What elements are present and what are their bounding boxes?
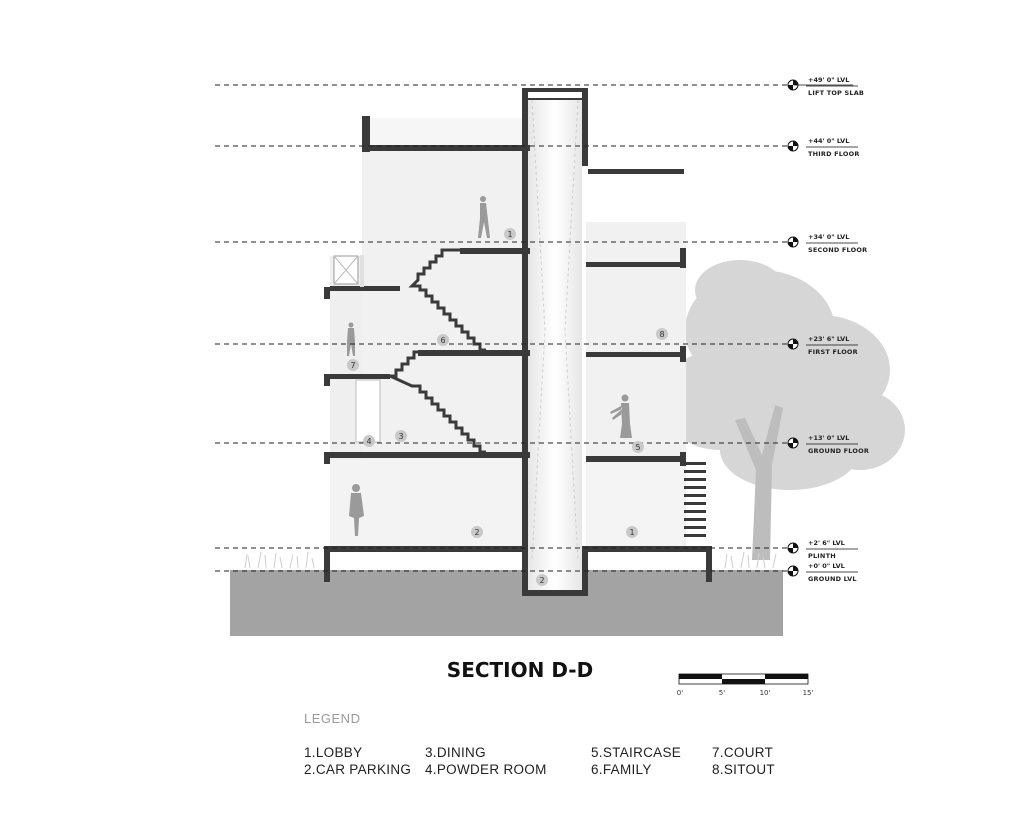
- level-value: +34' 0" LVL: [808, 233, 849, 241]
- level-name: GROUND FLOOR: [808, 447, 869, 455]
- drawing-title: SECTION D-D: [447, 658, 593, 682]
- room-tag: 7: [347, 359, 359, 371]
- tree: [660, 260, 905, 560]
- building: [324, 88, 712, 596]
- legend-item: 6.FAMILY: [591, 762, 652, 777]
- room-tag: 6: [437, 334, 449, 346]
- legend-item: 7.COURT: [712, 745, 773, 760]
- room-tag-number: 5: [635, 443, 640, 452]
- level-name: SECOND FLOOR: [808, 246, 867, 254]
- scale-label: 10': [760, 689, 771, 697]
- room-tag: 1: [626, 526, 638, 538]
- scale-bar: 0' 5' 10' 15': [677, 673, 814, 697]
- lift-shaft: [528, 100, 582, 595]
- level-name: FIRST FLOOR: [808, 348, 858, 356]
- level-value: +23' 6" LVL: [808, 335, 849, 343]
- room-tag-number: 7: [350, 361, 355, 370]
- room-tag-number: 3: [398, 432, 403, 441]
- room-tag: 8: [656, 328, 668, 340]
- legend-item: 1.LOBBY: [304, 745, 362, 760]
- room-tag: 3: [395, 430, 407, 442]
- level-underlines: [806, 85, 858, 573]
- level-value: +2' 6" LVL: [808, 539, 845, 547]
- legend-item: 2.CAR PARKING: [304, 762, 411, 777]
- level-labels: +49' 0" LVL LIFT TOP SLAB +44' 0" LVL TH…: [808, 76, 869, 583]
- external-steps: [684, 462, 706, 537]
- legend-title: LEGEND: [304, 711, 360, 726]
- level-name: THIRD FLOOR: [808, 150, 860, 158]
- room-tags: 1 6 7 3 4 2 2 8 5 1: [347, 228, 668, 586]
- room-tag-number: 4: [366, 437, 371, 446]
- room-tag-number: 6: [440, 336, 445, 345]
- level-value: +49' 0" LVL: [808, 76, 849, 84]
- level-value: +13' 0" LVL: [808, 434, 849, 442]
- legend: LEGEND 1.LOBBY 2.CAR PARKING 3.DINING 4.…: [304, 711, 775, 777]
- level-lines: [215, 84, 790, 572]
- room-tag-number: 2: [539, 576, 544, 585]
- staircase-lower: [389, 350, 486, 454]
- level-name: LIFT TOP SLAB: [808, 89, 864, 97]
- room-tag-number: 1: [507, 230, 512, 239]
- level-name: GROUND LVL: [808, 575, 857, 583]
- legend-item: 8.SITOUT: [712, 762, 775, 777]
- level-marker-icons: [787, 79, 854, 577]
- level-name: PLINTH: [808, 552, 836, 560]
- grass: [244, 551, 777, 569]
- room-tag: 2: [536, 574, 548, 586]
- scale-label: 15': [803, 689, 814, 697]
- legend-item: 5.STAIRCASE: [591, 745, 681, 760]
- scale-label: 5': [719, 689, 725, 697]
- person-figures: [347, 196, 632, 536]
- scale-label: 0': [677, 689, 683, 697]
- room-tag-number: 8: [659, 330, 664, 339]
- staircase-upper: [408, 248, 486, 352]
- room-tag: 5: [632, 441, 644, 453]
- room-tag: 1: [504, 228, 516, 240]
- ground-mass: [230, 570, 783, 636]
- legend-item: 4.POWDER ROOM: [425, 762, 547, 777]
- room-tag: 2: [471, 526, 483, 538]
- room-tag-number: 1: [629, 528, 634, 537]
- room-tag-number: 2: [474, 528, 479, 537]
- legend-item: 3.DINING: [425, 745, 486, 760]
- level-value: +44' 0" LVL: [808, 137, 849, 145]
- room-tag: 4: [363, 435, 375, 447]
- level-value: +0' 0" LVL: [808, 562, 845, 570]
